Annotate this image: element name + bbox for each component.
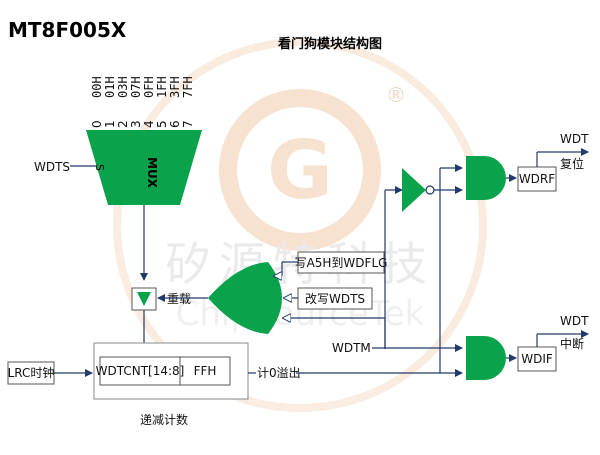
mux-input-index-6: 6 [168, 120, 182, 128]
counter-ffh-label: FFH [194, 364, 217, 378]
counter-wdtcnt-label: WDTCNT[14:8] [96, 364, 185, 378]
watermark-registered-mark: ® [386, 83, 406, 107]
mux-label: MUX [145, 157, 159, 189]
overflow-label: 计0溢出 [257, 366, 301, 380]
reload-buffer-triangle [137, 292, 151, 306]
mux-select-label: S [93, 164, 106, 171]
mux-shape [86, 130, 202, 205]
mux-input-value-1: 01H [103, 76, 117, 98]
diagram-title: 看门狗模块结构图 [278, 36, 382, 52]
counter-caption: 递减计数 [140, 412, 188, 427]
watermark-logo-letter: G [267, 124, 333, 217]
reload-buffer [131, 287, 157, 311]
reload-or-gate [208, 262, 282, 334]
or-gate-shape [208, 262, 282, 334]
write-a5h-label: 写A5H到WDFLG [295, 256, 388, 270]
mux-input-value-4: 0FH [142, 76, 156, 98]
change-wdts-label: 改写WDTS [305, 292, 365, 306]
wdt-int-bottom-label: 中断 [560, 336, 584, 351]
wdtm-inverter [402, 168, 435, 212]
counter-ffh-cell [179, 356, 231, 386]
mux-input-index-0: 0 [90, 120, 104, 128]
mux-input-index-5: 5 [155, 120, 169, 128]
inverter-triangle [402, 168, 426, 212]
mux-input-labels: 00H 01H 03H 07H 0FH 1FH 3FH 7FH 0 1 2 3 … [90, 76, 195, 128]
interrupt-and-shape [466, 336, 506, 380]
mux-input-value-5: 1FH [155, 76, 169, 98]
mux-input-value-2: 03H [116, 76, 130, 98]
wdrf-box [517, 166, 557, 192]
mux-block: MUX S [86, 130, 202, 205]
watermark-ring-outer [113, 38, 487, 412]
mux-input-value-3: 07H [129, 76, 143, 98]
reset-and-shape [466, 156, 506, 200]
mux-input-value-7: 7FH [181, 76, 195, 98]
reload-label: 重载 [167, 292, 191, 306]
inverter-bubble [425, 185, 435, 195]
mux-input-value-6: 3FH [168, 76, 182, 98]
counter-block: WDTCNT[14:8] FFH [93, 342, 249, 400]
watermark-ring-inner [219, 89, 381, 251]
mux-input-index-1: 1 [103, 120, 117, 128]
wdt-reset-bottom-label: 复位 [560, 156, 584, 171]
wdif-label: WDIF [521, 352, 553, 366]
wdt-reset-top-label: WDT [560, 132, 589, 146]
mux-input-index-4: 4 [142, 120, 156, 128]
wdif-box [517, 346, 557, 372]
mux-input-index-7: 7 [181, 120, 195, 128]
interrupt-and-gate [466, 336, 506, 380]
counter-wdtcnt-cell [99, 356, 181, 386]
wdrf-label: WDRF [519, 172, 555, 186]
mux-input-index-3: 3 [129, 120, 143, 128]
wdt-int-top-label: WDT [560, 314, 589, 328]
lrc-clock-label: LRC时钟 [8, 365, 55, 380]
mux-input-value-0: 00H [90, 76, 104, 98]
chip-name: MT8F005X [8, 18, 127, 42]
mux-input-index-2: 2 [116, 120, 130, 128]
wdts-select-input: WDTS [34, 160, 70, 174]
wdtm-label: WDTM [332, 341, 371, 355]
reset-and-gate [466, 156, 506, 200]
